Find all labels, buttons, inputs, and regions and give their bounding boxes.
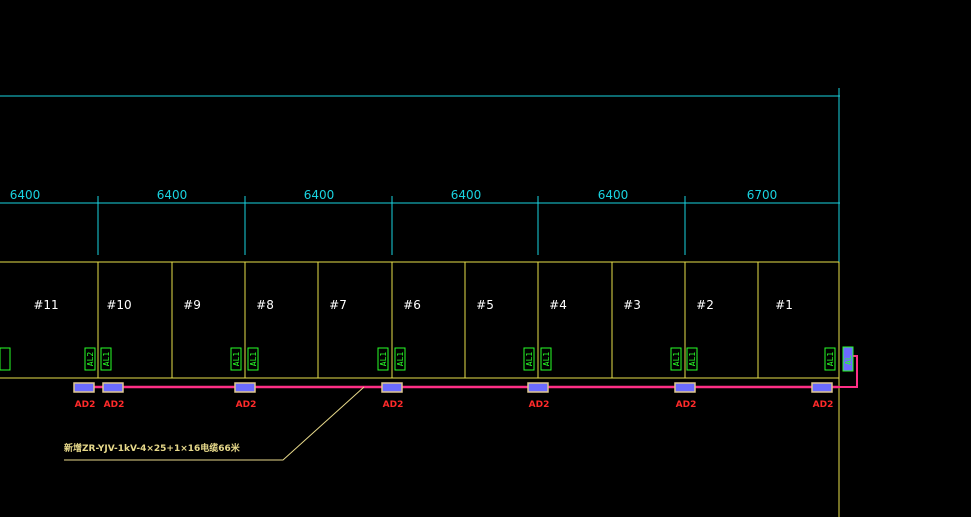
lighting-panel-label: AL1 (525, 352, 534, 367)
cable-route (76, 355, 858, 389)
junction-box-label: AD2 (813, 400, 834, 410)
lighting-panel: AL1 (247, 347, 259, 371)
lighting-panel-label: AL1 (232, 352, 241, 367)
lighting-panel-label: AL2 (86, 352, 95, 367)
lighting-panel: AL1 (0, 0, 11, 371)
bay-dimension-line (0, 196, 840, 255)
junction-box: AD2 (527, 382, 550, 410)
bay-label: #9 (183, 298, 201, 312)
junction-box: AD2 (73, 382, 96, 410)
lighting-panel: AL1 (670, 347, 682, 371)
bay-label: #10 (106, 298, 131, 312)
bay-label: #11 (33, 298, 58, 312)
lighting-panel-label: AL1 (826, 352, 835, 367)
junction-box-label: AD2 (529, 400, 550, 410)
lighting-panel: AL1 (377, 347, 389, 371)
lighting-panel: AL1 (230, 347, 242, 371)
lighting-panel-label: AL1 (672, 352, 681, 367)
lighting-panel: AL1 (100, 347, 112, 371)
lighting-panel: AL1 (523, 347, 535, 371)
bay-label: #3 (623, 298, 641, 312)
junction-box: AD2 (234, 382, 257, 410)
bay-label: #6 (403, 298, 421, 312)
bay-label: #7 (329, 298, 347, 312)
cable-note: 新增ZR-YJV-1kV-4×25+1×16电缆66米 (64, 442, 241, 454)
dimension-label: 6400 (304, 188, 335, 202)
lighting-panel-label: AL1 (688, 352, 697, 367)
junction-box-label: AD2 (383, 400, 404, 410)
junction-box-label: AD2 (75, 400, 96, 410)
junction-box: AD2 (381, 382, 404, 410)
dimension-label: 6400 (157, 188, 188, 202)
lighting-panel-label: AL1 (0, 0, 7, 2)
junction-box: AD2 (102, 382, 125, 410)
overall-dimension-line (0, 88, 840, 262)
lighting-panel: AL1 (540, 347, 552, 371)
bay-label: #2 (696, 298, 714, 312)
lighting-panel-label: AL1 (379, 352, 388, 367)
terminal-panel: AL (842, 346, 854, 372)
junction-box-label: AD2 (236, 400, 257, 410)
dimension-label: 6400 (10, 188, 41, 202)
terminal-panel-label: AL (844, 355, 853, 365)
bay-label: #4 (549, 298, 567, 312)
junction-box: AD2 (811, 382, 834, 410)
dimension-label: 6700 (747, 188, 778, 202)
junction-box-label: AD2 (104, 400, 125, 410)
lighting-panel-label: AL1 (396, 352, 405, 367)
junction-box: AD2 (674, 382, 697, 410)
lighting-panel-label: AL1 (249, 352, 258, 367)
dimension-label: 6400 (451, 188, 482, 202)
lighting-panel: AL1 (686, 347, 698, 371)
building-outline (0, 261, 840, 517)
lighting-panel-label: AL1 (102, 352, 111, 367)
bay-label: #1 (775, 298, 793, 312)
dimension-label: 6400 (598, 188, 629, 202)
lighting-panel: AL2 (84, 347, 96, 371)
lighting-panel-label: AL1 (542, 352, 551, 367)
lighting-panel: AL1 (394, 347, 406, 371)
lighting-panel: AL1 (824, 347, 836, 371)
bay-label: #5 (476, 298, 494, 312)
junction-box-label: AD2 (676, 400, 697, 410)
cable-note-leader: 新增ZR-YJV-1kV-4×25+1×16电缆66米 (64, 386, 365, 461)
bay-label: #8 (256, 298, 274, 312)
